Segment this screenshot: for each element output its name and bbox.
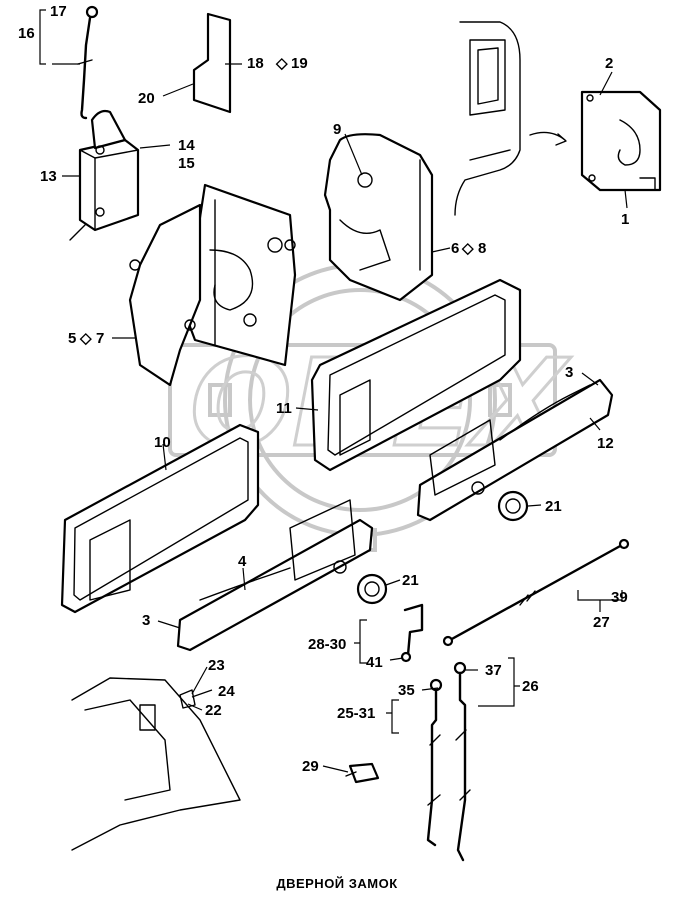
cover-plate [192,12,232,114]
callout-25-31: 25-31 [337,705,375,722]
callout-41: 41 [366,654,383,671]
callout-1: 1 [621,211,629,228]
callout-labels: 17 16 20 18 ◇ 19 2 1 9 14 15 13 6 ◇ 8 5 … [18,3,629,775]
callout-22: 22 [205,702,222,719]
callout-27: 27 [593,614,610,631]
callout-11: 11 [276,400,292,417]
callout-4: 4 [238,553,247,570]
outer-handle-right [416,378,614,522]
callout-14: 14 [178,137,195,154]
callout-10: 10 [154,434,171,451]
handle-bezel-left [60,423,260,614]
callout-15: 15 [178,155,195,172]
range-icon-5-7: ◇ [79,330,92,347]
callout-26: 26 [522,678,539,695]
handle-bezel-right [310,278,522,472]
range-icon-6-8: ◇ [461,240,474,257]
cab-outline [454,21,567,216]
callout-24: 24 [218,683,235,700]
striker-plate [580,90,662,192]
callout-6: 6 [451,240,459,257]
callout-35: 35 [398,682,415,699]
callout-23: 23 [208,657,225,674]
callout-13: 13 [40,168,57,185]
outer-handle-left [176,499,374,652]
door-panel-lower [71,677,241,851]
callout-7: 7 [96,330,104,347]
callout-29: 29 [302,758,319,775]
bushing-upper [497,490,529,522]
door-switch [345,762,380,784]
callout-21-lower: 21 [402,572,419,589]
callout-8: 8 [478,240,486,257]
callout-19: 19 [291,55,308,72]
callout-17: 17 [50,3,67,20]
callout-3-lower: 3 [142,612,150,629]
linkage-rod-assembly [77,5,99,120]
lock-cover [323,133,434,302]
callout-18: 18 [247,55,264,72]
callout-28-30: 28-30 [308,636,346,653]
callout-5: 5 [68,330,76,347]
callout-39: 39 [611,589,628,606]
callout-3-upper: 3 [565,364,573,381]
callout-20: 20 [138,90,155,107]
diagram-caption: ДВЕРНОЙ ЗАМОК [276,876,397,891]
lock-actuator [69,109,140,241]
vertical-rods [426,661,471,862]
callout-21-upper: 21 [545,498,562,515]
rod-clip [400,603,424,663]
long-rod [442,538,630,647]
callout-12: 12 [597,435,614,452]
bushing-lower [356,573,388,605]
leader-lines [39,9,628,773]
callout-37: 37 [485,662,502,679]
callout-9: 9 [333,121,341,138]
callout-16: 16 [18,25,35,42]
range-icon-18-19: ◇ [275,55,288,72]
lock-mechanism [128,183,297,387]
callout-2: 2 [605,55,613,72]
